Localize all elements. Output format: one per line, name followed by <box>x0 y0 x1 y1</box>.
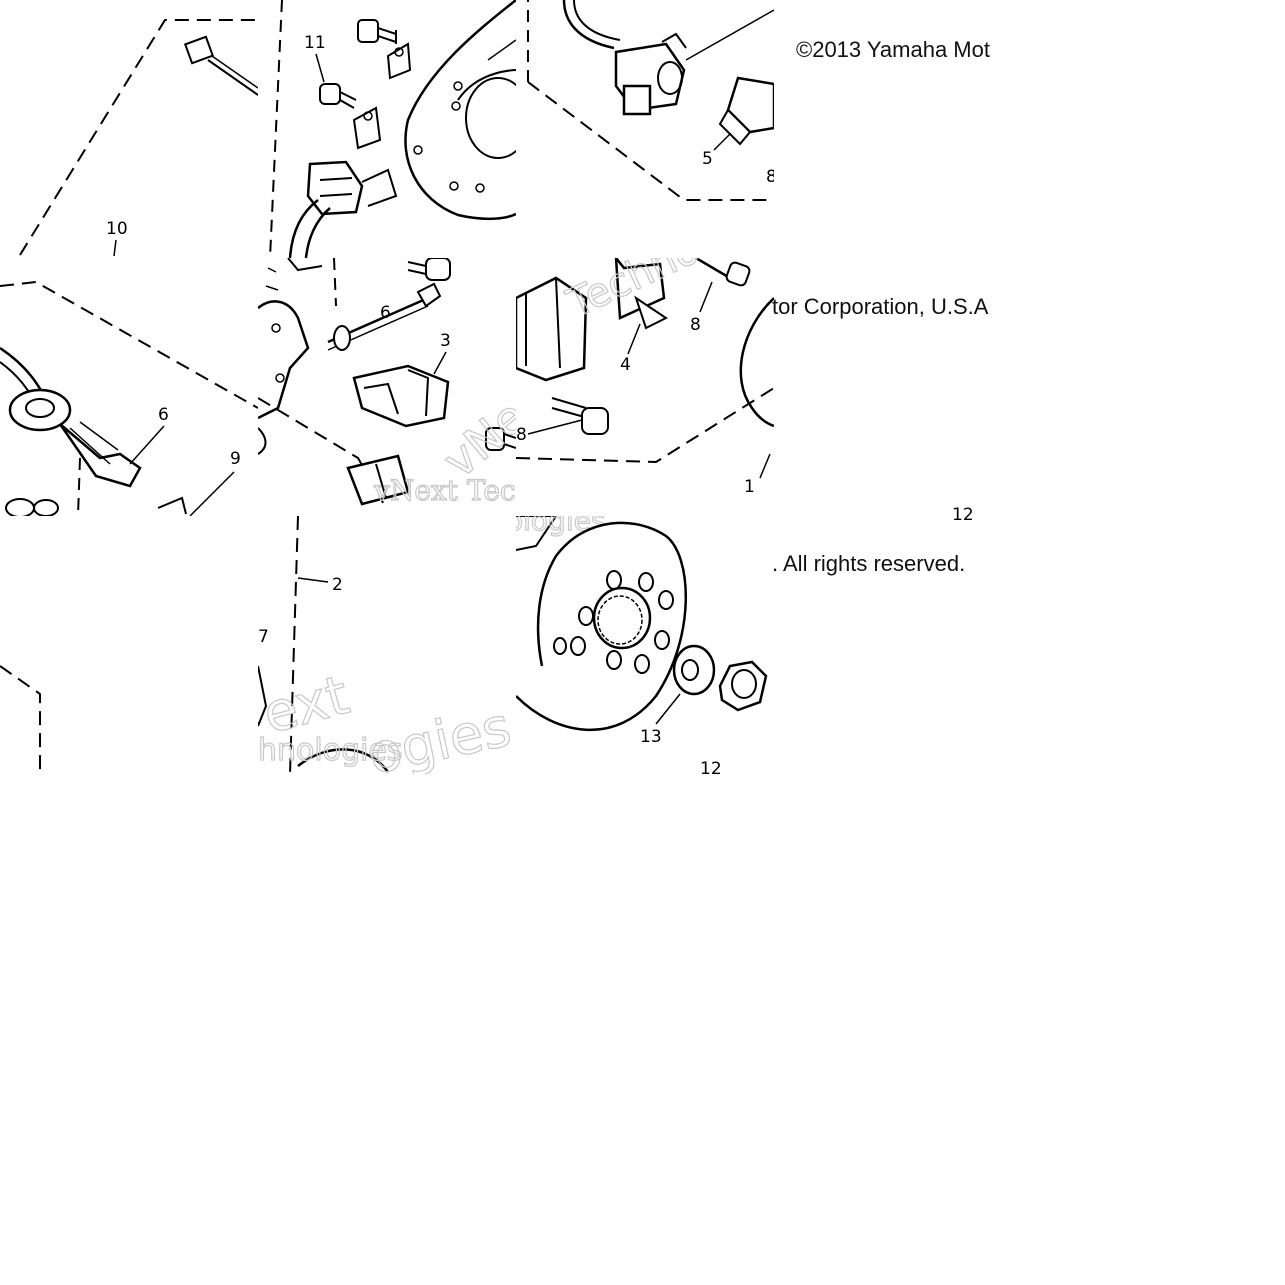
callout-6: 6 <box>158 405 169 425</box>
tile-middle-left-drawing: 6 9 <box>0 280 258 516</box>
callout-8c: 8 <box>516 425 527 445</box>
tile-top-center-right: 5 8 <box>516 0 774 258</box>
copyright-line-3: . All rights reserved. <box>772 551 966 576</box>
callout-12b: 12 <box>952 505 974 522</box>
watermark-text-7: hnologies <box>258 733 403 768</box>
callout-6b: 6 <box>380 303 391 323</box>
tile-top-center-left-drawing: 11 <box>269 0 516 258</box>
callout-11: 11 <box>304 33 326 53</box>
watermark-text-6: ogies <box>363 695 516 774</box>
callout-5: 5 <box>702 149 713 169</box>
copyright-line-1: ©2013 Yamaha Mot <box>796 37 990 62</box>
callout-1: 1 <box>744 477 755 497</box>
tile-lower-center-right: ologies 13 12 <box>516 516 774 774</box>
tile-top-center-right-drawing: 5 8 <box>527 0 774 201</box>
callout-3: 3 <box>440 331 451 351</box>
tile-center-right-drawing: 4 8 8 1 Technolo <box>516 258 774 497</box>
callout-8a: 8 <box>766 167 774 187</box>
tile-top-left: 10 <box>0 0 258 258</box>
watermark-text-1: vNext Tec <box>373 474 516 507</box>
tile-center-right: 4 8 8 1 Technolo <box>516 258 774 516</box>
callout-4: 4 <box>620 355 631 375</box>
tile-lower-center-left: 2 7 hnologies ext ogies <box>258 516 516 774</box>
callout-2: 2 <box>332 575 343 595</box>
tile-lower-center-right-drawing: ologies 13 12 <box>516 516 768 774</box>
copyright-line-2: tor Corporation, U.S.A <box>772 294 989 319</box>
callout-10: 10 <box>106 219 128 239</box>
callout-12b-holder: 12 <box>952 505 974 522</box>
tile-lower-left <box>0 516 258 774</box>
tile-top-left-drawing: 10 <box>19 19 258 257</box>
tile-lower-center-left-drawing: 2 7 hnologies ext ogies <box>258 516 516 774</box>
callout-12a: 12 <box>700 759 722 774</box>
tile-center-left: 6 3 vNext Tec vNe <box>258 258 516 516</box>
callout-7: 7 <box>258 627 269 647</box>
callout-8b: 8 <box>690 315 701 335</box>
tile-middle-left: 6 9 <box>0 258 258 516</box>
callout-9: 9 <box>230 449 241 469</box>
tile-center-left-drawing: 6 3 vNext Tec vNe <box>258 258 516 509</box>
callout-13: 13 <box>640 727 662 747</box>
tile-lower-left-drawing <box>0 665 41 774</box>
tile-top-center-left: 11 <box>258 0 516 258</box>
